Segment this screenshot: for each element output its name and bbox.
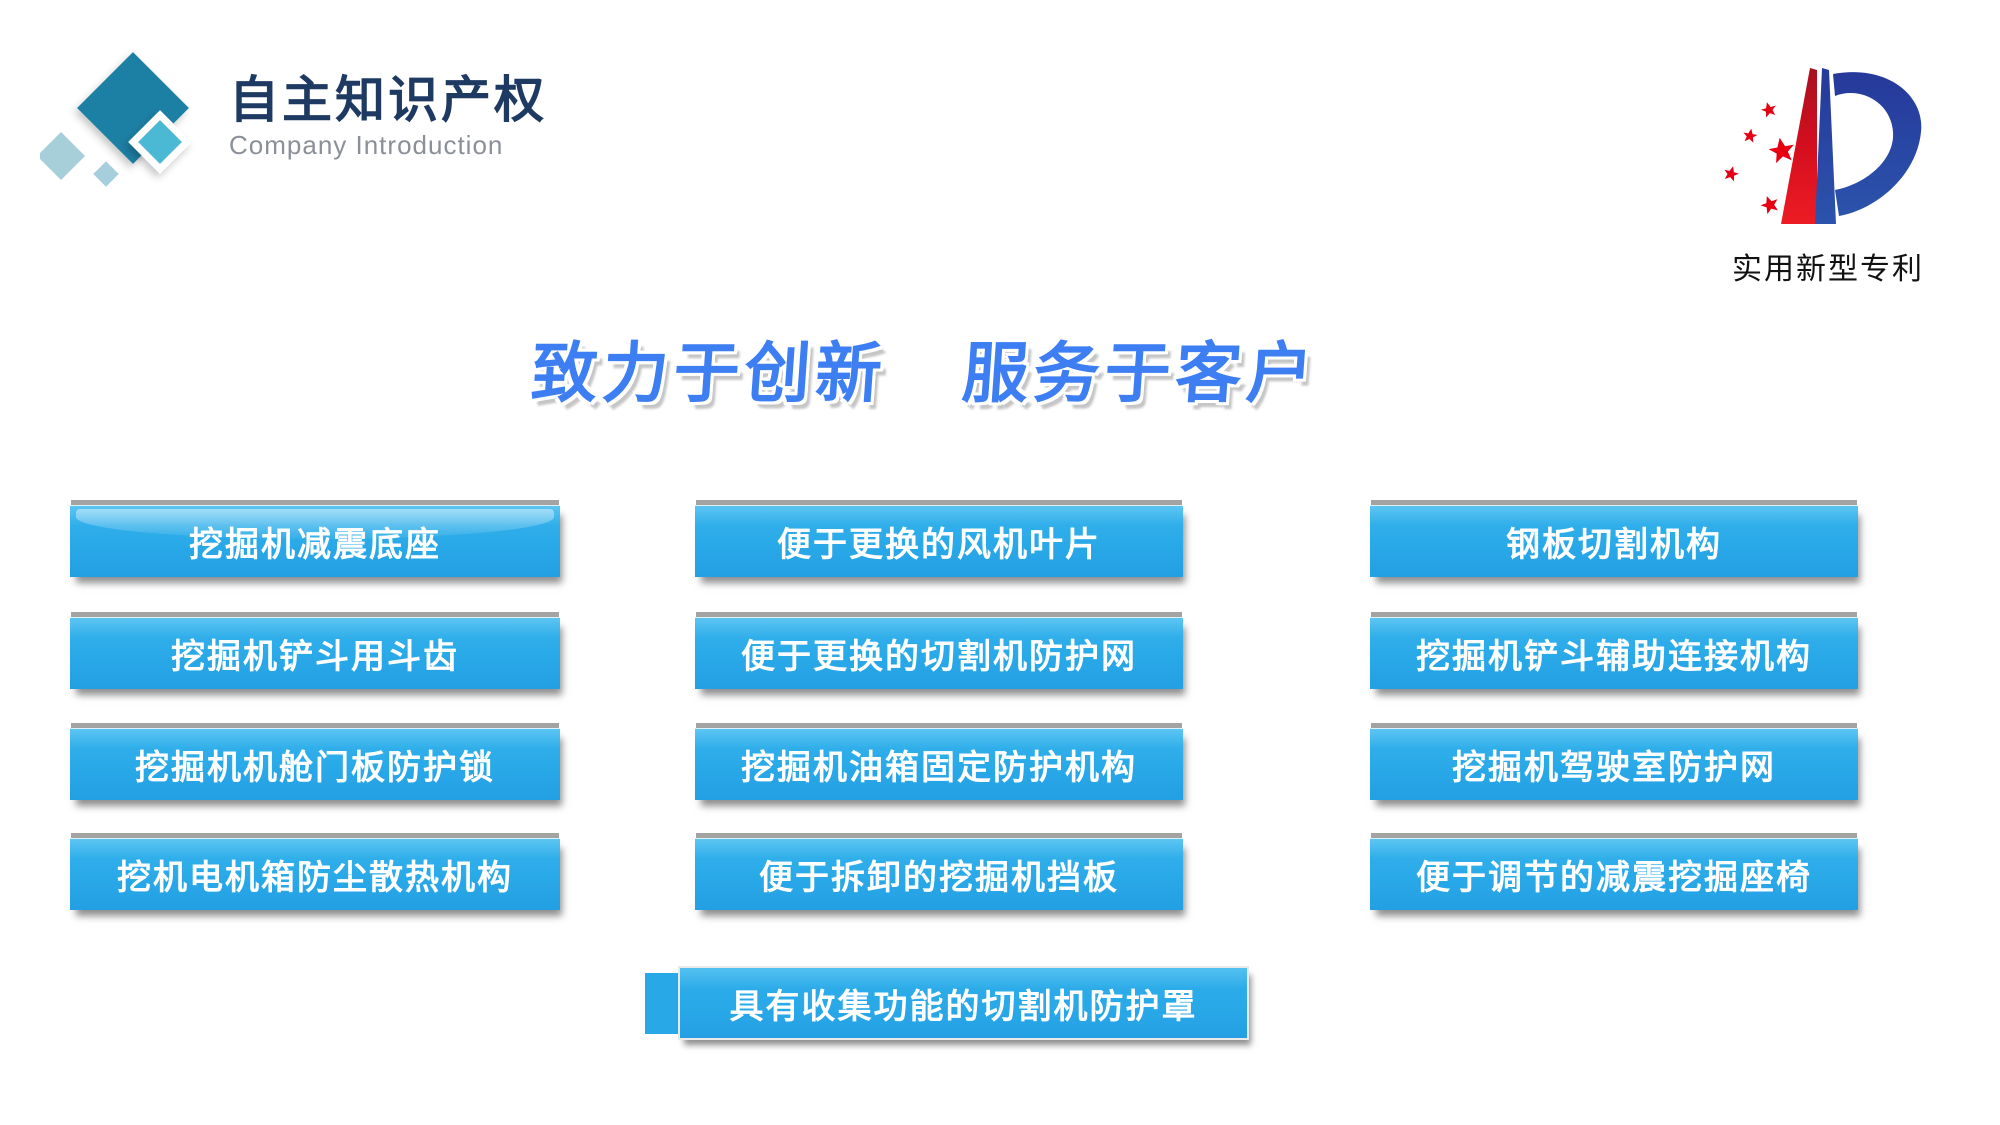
patent-item: 挖掘机机舱门板防护锁	[70, 728, 560, 800]
patent-item-label: 挖掘机机舱门板防护锁	[135, 749, 495, 787]
patent-item-wide-front: 具有收集功能的切割机防护罩	[678, 966, 1249, 1040]
patent-item: 便于更换的切割机防护网	[695, 617, 1183, 689]
patent-item-label: 便于更换的切割机防护网	[741, 638, 1137, 676]
brand-diamond-logo-icon	[36, 30, 225, 195]
patent-item: 便于调节的减震挖掘座椅	[1370, 838, 1858, 910]
patent-item-label: 便于拆卸的挖掘机挡板	[759, 859, 1119, 897]
patent-item: 钢板切割机构	[1370, 505, 1858, 577]
patent-item-label: 挖掘机驾驶室防护网	[1452, 749, 1776, 787]
patent-item-label: 挖机电机箱防尘散热机构	[117, 859, 513, 897]
patent-item-label: 便于调节的减震挖掘座椅	[1416, 859, 1812, 897]
brand-subtitle: Company Introduction	[229, 130, 504, 160]
patent-item: 便于拆卸的挖掘机挡板	[695, 838, 1183, 910]
patent-item-label: 挖掘机油箱固定防护机构	[741, 749, 1137, 787]
brand-title: 自主知识产权	[229, 72, 547, 128]
patent-item-label: 挖掘机铲斗辅助连接机构	[1416, 638, 1812, 676]
patent-item: 挖掘机减震底座	[70, 505, 560, 577]
patent-item: 挖掘机油箱固定防护机构	[695, 728, 1183, 800]
brand-text-block: 自主知识产权 Company Introduction	[229, 72, 547, 160]
patent-item: 挖掘机铲斗用斗齿	[70, 617, 560, 689]
patent-item: 挖掘机铲斗辅助连接机构	[1370, 617, 1858, 689]
patent-badge: 实用新型专利	[1712, 62, 1944, 288]
patent-item: 便于更换的风机叶片	[695, 505, 1183, 577]
patent-item: 挖机电机箱防尘散热机构	[70, 838, 560, 910]
patent-item-label: 钢板切割机构	[1506, 526, 1722, 564]
slogan-right: 服务于客户	[960, 336, 1321, 410]
patent-caption: 实用新型专利	[1732, 253, 1924, 286]
patent-item-label: 挖掘机铲斗用斗齿	[171, 638, 459, 676]
patent-item-wide: 具有收集功能的切割机防护罩	[645, 966, 1249, 1040]
patent-item-label: 具有收集功能的切割机防护罩	[729, 987, 1198, 1026]
patent-item: 挖掘机驾驶室防护网	[1370, 728, 1858, 800]
patent-item-label: 便于更换的风机叶片	[777, 526, 1101, 564]
slogan-left: 致力于创新	[529, 336, 890, 410]
patent-item-label: 挖掘机减震底座	[189, 526, 441, 564]
slogan: 致力于创新 服务于客户	[529, 322, 1345, 414]
patent-logo-icon	[1721, 68, 1922, 224]
